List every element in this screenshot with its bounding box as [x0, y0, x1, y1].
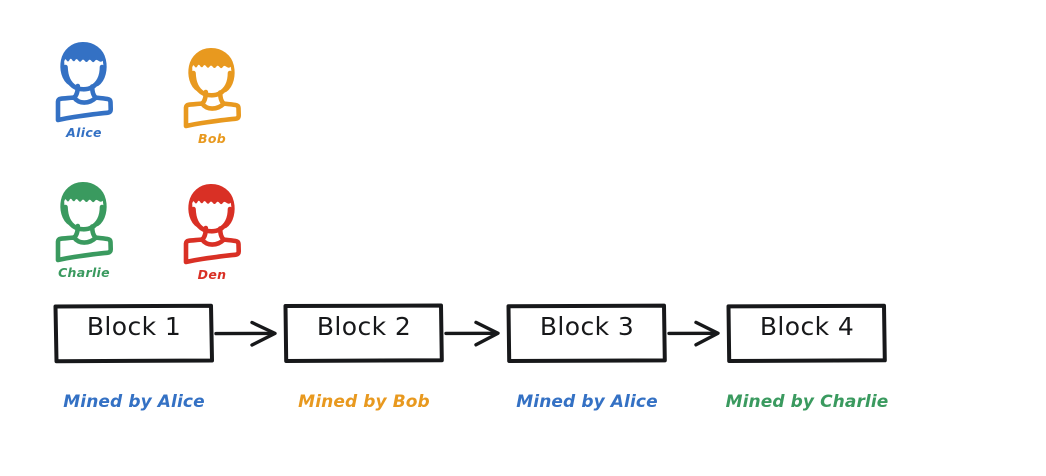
block-label-4[interactable]: Block 4 [759, 312, 855, 341]
participant-alice[interactable]: Alice [36, 34, 132, 140]
participant-den[interactable]: Den [164, 176, 260, 282]
blockchain-chain: Block 1 Block 2 Block 3 Block 4 Mined by… [0, 296, 1046, 426]
arrow-right-icon [444, 320, 500, 347]
block-label-1[interactable]: Block 1 [86, 312, 182, 341]
chain-graphics [53, 303, 887, 364]
block-box-3 [506, 303, 667, 363]
participant-charlie[interactable]: Charlie [36, 174, 132, 280]
person-avatar-icon [183, 184, 241, 265]
miner-caption-2: Mined by Bob [298, 392, 430, 412]
participant-label: Bob [198, 131, 226, 146]
person-avatar-icon [55, 42, 113, 123]
person-avatar-icon [183, 48, 241, 129]
block-label-3[interactable]: Block 3 [539, 312, 635, 341]
miner-caption-4: Mined by Charlie [725, 392, 889, 412]
miner-caption-1: Mined by Alice [63, 392, 205, 412]
miner-caption-3: Mined by Alice [516, 392, 658, 412]
block-label-2[interactable]: Block 2 [316, 312, 412, 341]
participant-label: Alice [66, 125, 102, 140]
block-box-4 [726, 303, 887, 363]
participant-bob[interactable]: Bob [164, 40, 260, 146]
arrow-right-icon [214, 320, 277, 347]
person-avatar-icon [55, 182, 113, 263]
arrow-right-icon [667, 320, 720, 347]
block-box-2 [283, 303, 444, 363]
participant-label: Den [197, 267, 227, 282]
block-box-1 [53, 303, 214, 364]
participant-label: Charlie [58, 265, 110, 280]
